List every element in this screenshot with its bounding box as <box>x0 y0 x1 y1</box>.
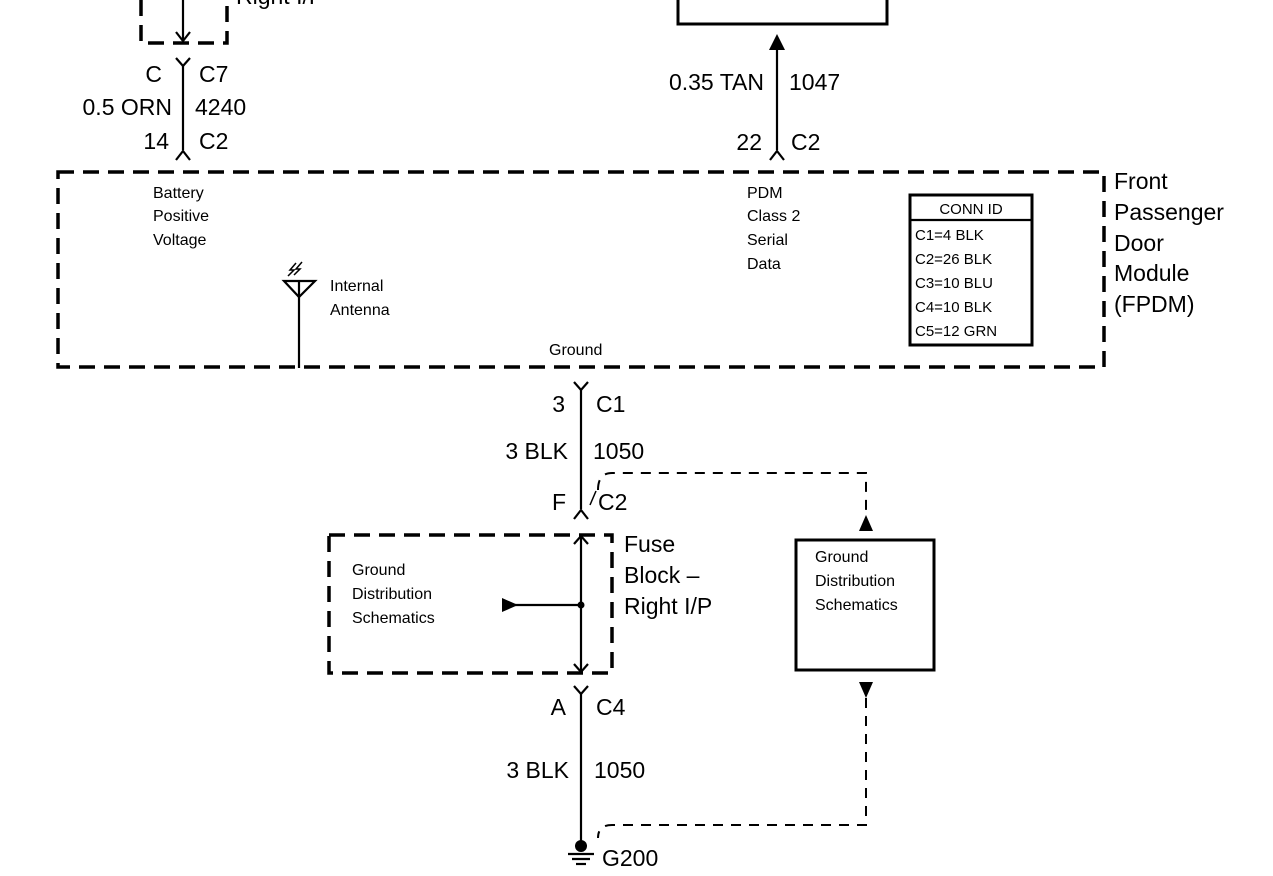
antenna-icon <box>281 261 318 368</box>
connector-c-pin: C <box>145 61 162 87</box>
antenna-label-line: Internal <box>330 278 383 295</box>
top-left-block-label: Right I/P <box>236 0 324 9</box>
fuse-block-ref-line: Schematics <box>352 610 435 627</box>
splice-tick <box>589 490 597 506</box>
serial-label-line: Data <box>747 256 781 273</box>
fuse-block-dashed-outline <box>327 533 614 675</box>
fuse-block-ref-line: Ground <box>352 562 405 579</box>
battery-voltage-label: Battery Positive Voltage <box>153 185 209 249</box>
pin-f-label: F <box>552 489 566 515</box>
ground-label: Ground <box>549 342 602 359</box>
ground-ref-line: Ground <box>815 549 868 566</box>
conn-id-row: C2=26 BLK <box>915 251 992 268</box>
wire-tan-label: 0.35 TAN <box>669 69 764 95</box>
fuse-block-right-ip: Ground Distribution Schematics Fuse Bloc… <box>327 531 712 675</box>
fpdm-name: Front Passenger Door Module (FPDM) <box>1114 168 1224 317</box>
wire-blk-label: 3 BLK <box>506 757 569 783</box>
arrow-right-icon <box>502 598 518 612</box>
arrow-down-icon <box>859 682 873 698</box>
serial-data-wire: 0.35 TAN 1047 22 C2 <box>669 0 889 161</box>
wire-blk-label: 3 BLK <box>505 438 568 464</box>
circuit-4240-label: 4240 <box>195 94 246 120</box>
connector-c2-label: C2 <box>199 128 228 154</box>
connector-c2-label: C2 <box>791 129 820 155</box>
conn-id-row: C4=10 BLK <box>915 299 992 316</box>
serial-data-label: PDM Class 2 Serial Data <box>747 185 800 273</box>
battery-label-line: Positive <box>153 208 209 225</box>
fpdm-name-line: Module <box>1114 260 1189 286</box>
conn-id-row: C5=12 GRN <box>915 323 997 340</box>
fuse-block-ref-line: Distribution <box>352 586 432 603</box>
conn-id-header: CONN ID <box>939 201 1003 218</box>
battery-label-line: Voltage <box>153 232 206 249</box>
fpdm-name-line: Door <box>1114 230 1164 256</box>
fuse-block-name-line: Fuse <box>624 531 675 557</box>
circuit-1047-label: 1047 <box>789 69 840 95</box>
top-left-fuse-block: Right I/P <box>139 0 324 45</box>
connector-c2-label: C2 <box>598 489 627 515</box>
fpdm-dashed-outline <box>56 170 1106 369</box>
pin-14-label: 14 <box>143 128 169 154</box>
battery-label-line: Battery <box>153 185 204 202</box>
top-right-component-box <box>676 0 889 26</box>
fpdm-module: Front Passenger Door Module (FPDM) Batte… <box>56 168 1224 369</box>
arrow-up-icon <box>859 515 873 531</box>
lower-ground-wire: A C4 3 BLK 1050 <box>506 685 645 842</box>
wire-orn-label: 0.5 ORN <box>83 94 172 120</box>
connector-c7-label: C7 <box>199 61 228 87</box>
pin-22-label: 22 <box>736 129 762 155</box>
connector-c1-label: C1 <box>596 391 625 417</box>
fpdm-name-line: Front <box>1114 168 1168 194</box>
antenna-label-line: Antenna <box>330 302 390 319</box>
ground-distribution-ref: Ground Distribution Schematics <box>597 472 936 839</box>
conn-id-row: C1=4 BLK <box>915 227 984 244</box>
conn-id-table: CONN ID C1=4 BLK C2=26 BLK C3=10 BLU C4=… <box>908 193 1034 347</box>
ground-ref-line: Schematics <box>815 597 898 614</box>
connector-c4-label: C4 <box>596 694 626 720</box>
ground-wire-1050: 3 C1 3 BLK 1050 F C2 <box>505 381 644 520</box>
fuse-block-name-line: Right I/P <box>624 593 712 619</box>
serial-label-line: Serial <box>747 232 788 249</box>
ground-g200-label: G200 <box>602 845 658 871</box>
fpdm-name-line: (FPDM) <box>1114 291 1194 317</box>
pin-3-label: 3 <box>552 391 565 417</box>
splice-dot <box>577 601 585 609</box>
serial-label-line: PDM <box>747 185 783 202</box>
ground-ref-line: Distribution <box>815 573 895 590</box>
ground-symbol-icon: G200 <box>568 840 658 871</box>
battery-feed-wire: C C7 0.5 ORN 4240 14 C2 <box>83 0 246 161</box>
fuse-block-name-line: Block – <box>624 562 700 588</box>
serial-label-line: Class 2 <box>747 208 800 225</box>
antenna-label: Internal Antenna <box>330 278 390 319</box>
ground-ref-box <box>794 538 936 672</box>
pin-a-label: A <box>551 694 567 720</box>
fpdm-name-line: Passenger <box>1114 199 1224 225</box>
circuit-1050-label: 1050 <box>593 438 644 464</box>
arrow-up-icon <box>769 34 785 50</box>
conn-id-row: C3=10 BLU <box>915 275 993 292</box>
circuit-1050-label: 1050 <box>594 757 645 783</box>
